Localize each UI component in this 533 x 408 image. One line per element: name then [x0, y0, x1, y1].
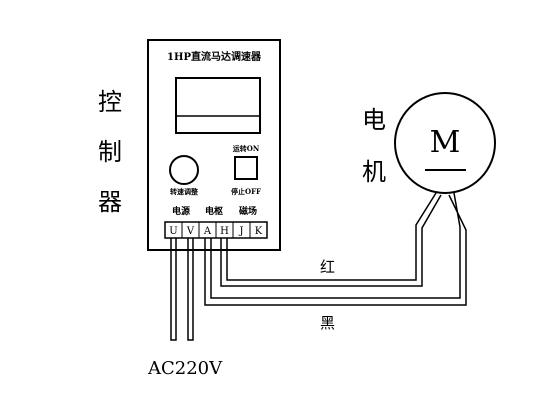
controller-box — [147, 39, 281, 251]
controller-side-char-2: 制 — [98, 138, 122, 166]
motor-side-char-1: 电 — [362, 106, 386, 134]
group-label-armature: 电枢 — [205, 205, 223, 217]
terminal-h: H — [220, 226, 229, 237]
controller-side-char-1: 控 — [98, 88, 122, 116]
run-stop-switch — [234, 156, 258, 180]
speed-knob — [169, 155, 199, 185]
group-label-field: 磁场 — [239, 205, 257, 217]
controller-title: 1HP直流马达调速器 — [167, 50, 262, 63]
red-wire-label: 红 — [320, 258, 335, 276]
ac-power-label: AC220V — [147, 358, 223, 379]
terminal-a: A — [203, 226, 212, 237]
controller-side-label: 控 制 器 — [98, 88, 122, 216]
motor-symbol: M — [430, 125, 461, 160]
ac-power-leads — [170, 238, 194, 341]
switch-off-label: 停止OFF — [231, 187, 261, 196]
controller-side-char-3: 器 — [98, 188, 122, 216]
terminal-u: U — [169, 226, 177, 237]
black-wire — [204, 192, 467, 306]
red-wire — [220, 192, 442, 287]
speed-knob-label: 转速调整 — [170, 187, 198, 196]
terminal-strip — [164, 221, 268, 239]
group-label-power: 电源 — [172, 205, 190, 217]
switch-on-label: 运转ON — [233, 144, 260, 153]
motor-circle — [394, 92, 496, 194]
terminal-k: K — [255, 226, 263, 237]
terminal-v: V — [186, 226, 195, 237]
black-wire-label: 黑 — [320, 314, 335, 332]
motor-side-char-2: 机 — [362, 158, 386, 186]
terminal-j: J — [238, 226, 243, 237]
display-window — [175, 77, 261, 134]
